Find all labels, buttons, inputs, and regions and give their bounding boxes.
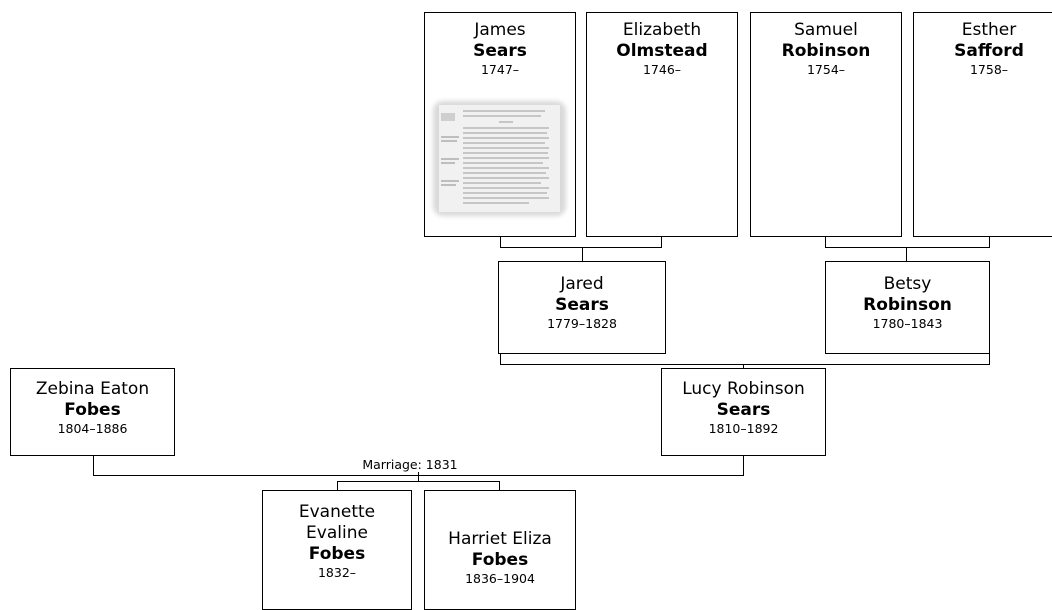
connector — [825, 247, 990, 248]
middle-name: Evaline — [306, 523, 368, 543]
person-card-samuel-robinson[interactable]: Samuel Robinson 1754– — [750, 12, 902, 237]
surname: Sears — [555, 295, 609, 315]
connector — [418, 471, 419, 482]
person-card-esther-safford[interactable]: Esther Safford 1758– — [913, 12, 1052, 237]
surname: Robinson — [781, 41, 871, 61]
given-name: Zebina Eaton — [35, 379, 150, 399]
life-years: 1810–1892 — [708, 421, 779, 436]
given-name: Elizabeth — [622, 20, 702, 40]
given-name: Evanette — [298, 502, 376, 522]
surname: Fobes — [308, 544, 366, 564]
connector — [337, 481, 338, 491]
life-years: 1804–1886 — [57, 421, 128, 436]
connector — [743, 455, 744, 475]
connector — [93, 455, 94, 475]
connector — [743, 364, 744, 369]
connector — [337, 481, 500, 482]
connector — [989, 236, 990, 248]
connector — [582, 247, 583, 261]
given-name: Samuel — [794, 20, 858, 40]
given-name: Betsy — [883, 274, 932, 294]
person-card-lucy-sears[interactable]: Lucy Robinson Sears 1810–1892 — [661, 368, 826, 456]
person-card-elizabeth-olmstead[interactable]: Elizabeth Olmstead 1746– — [586, 12, 738, 237]
surname: Olmstead — [616, 41, 708, 61]
surname: Fobes — [471, 550, 529, 570]
life-years: 1747– — [480, 62, 520, 77]
connector — [825, 236, 826, 248]
life-years: 1836–1904 — [465, 571, 535, 586]
given-name: James — [474, 20, 526, 40]
life-years: 1754– — [806, 62, 846, 77]
surname: Robinson — [863, 295, 952, 315]
person-card-harriet-fobes[interactable]: Harriet Eliza Fobes 1836–1904 — [424, 490, 576, 610]
family-tree: Marriage: 1831 James Sears 1747– Elizabe… — [10, 12, 1052, 610]
connector — [500, 364, 990, 365]
given-name: Lucy Robinson — [682, 379, 805, 399]
person-card-zebina-fobes[interactable]: Zebina Eaton Fobes 1804–1886 — [10, 368, 175, 456]
connector — [500, 353, 501, 365]
connector — [989, 353, 990, 365]
connector — [500, 247, 662, 248]
connector — [499, 481, 500, 491]
given-name: Harriet Eliza — [448, 529, 552, 549]
person-card-jared-sears[interactable]: Jared Sears 1779–1828 — [498, 261, 666, 354]
life-years: 1746– — [642, 62, 682, 77]
document-scan-icon[interactable] — [429, 97, 570, 220]
surname: Safford — [954, 41, 1024, 61]
connector — [906, 247, 907, 261]
life-years: 1780–1843 — [872, 316, 943, 331]
surname: Fobes — [64, 400, 121, 420]
person-card-evanette-fobes[interactable]: Evanette Evaline Fobes 1832– — [262, 490, 412, 610]
life-years: 1758– — [969, 62, 1009, 77]
surname: Sears — [473, 41, 527, 61]
marriage-label: Marriage: 1831 — [330, 458, 490, 472]
connector — [661, 236, 662, 248]
surname: Sears — [716, 400, 771, 420]
given-name: Esther — [961, 20, 1017, 40]
life-years: 1779–1828 — [547, 316, 617, 331]
connector — [500, 236, 501, 248]
person-card-betsy-robinson[interactable]: Betsy Robinson 1780–1843 — [825, 261, 990, 354]
given-name: Jared — [560, 274, 604, 294]
life-years: 1832– — [317, 565, 357, 580]
